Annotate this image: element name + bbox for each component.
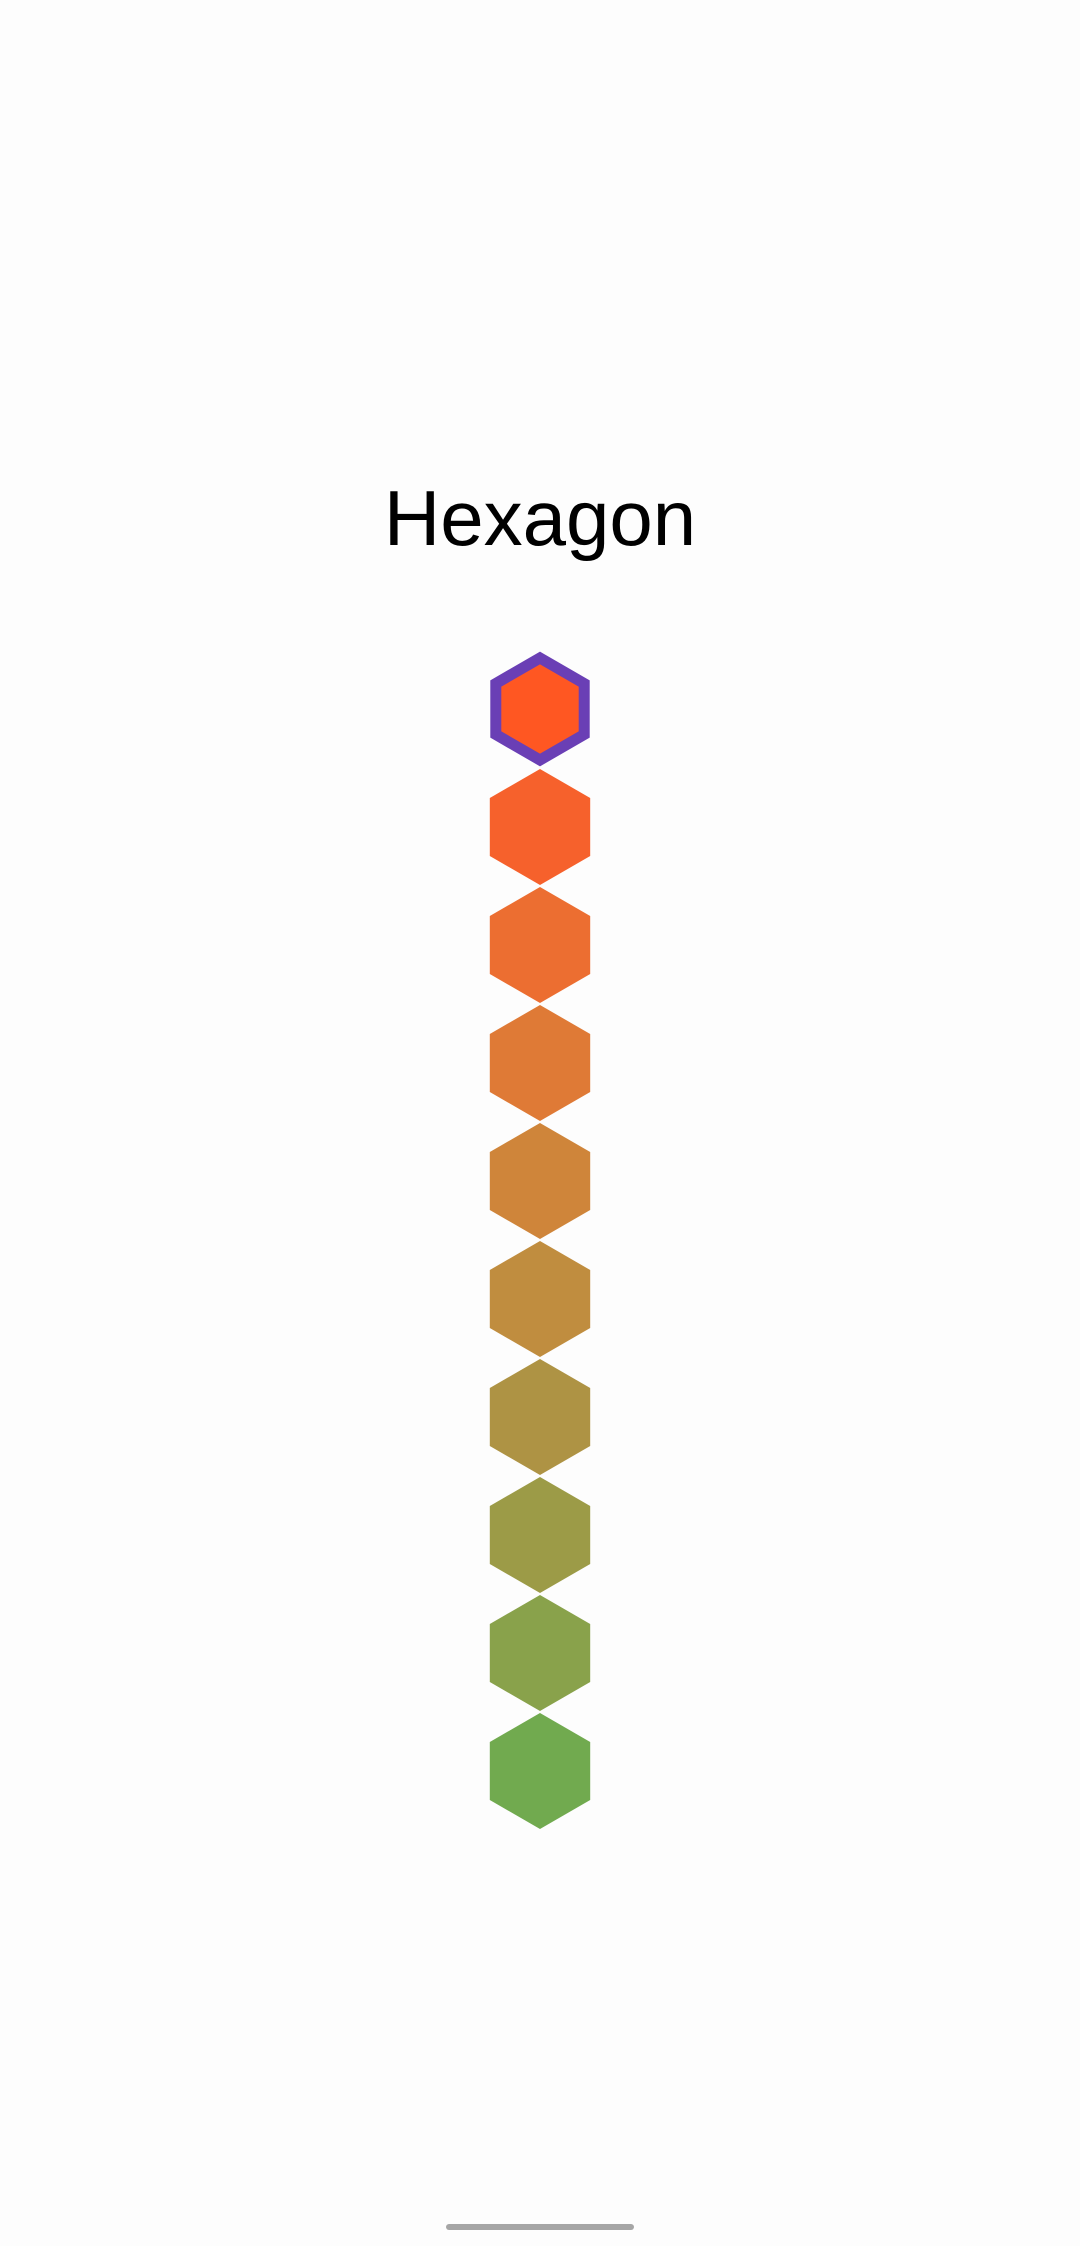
hexagon-item-1[interactable] bbox=[490, 651, 590, 767]
hexagon-item-7[interactable] bbox=[489, 1359, 591, 1475]
hexagon-item-9[interactable] bbox=[489, 1595, 591, 1711]
hexagon-item-3[interactable] bbox=[489, 887, 591, 1003]
hexagon-item-5[interactable] bbox=[489, 1123, 591, 1239]
home-indicator[interactable] bbox=[446, 2224, 634, 2230]
hexagon-item-10[interactable] bbox=[489, 1713, 591, 1829]
hexagon-item-2[interactable] bbox=[489, 769, 591, 885]
hexagon-item-4[interactable] bbox=[489, 1005, 591, 1121]
hexagon-item-6[interactable] bbox=[489, 1241, 591, 1357]
page-title: Hexagon bbox=[383, 474, 697, 562]
hexagon-item-8[interactable] bbox=[489, 1477, 591, 1593]
